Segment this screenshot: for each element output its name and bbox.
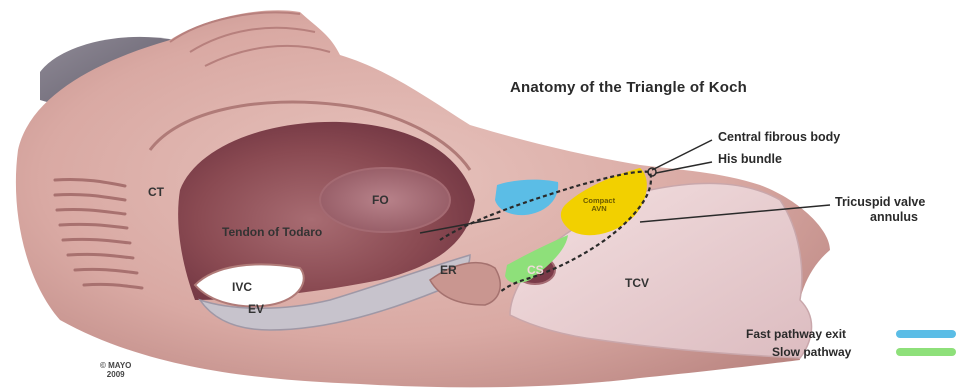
- copyright-line2: 2009: [100, 371, 131, 380]
- label-compact-avn: Compact AVN: [583, 197, 615, 214]
- diagram-title: Anatomy of the Triangle of Koch: [510, 80, 747, 97]
- label-ct: CT: [148, 186, 164, 199]
- label-tcv: TCV: [625, 277, 649, 290]
- legend-fast-pathway-exit: Fast pathway exit: [746, 328, 846, 341]
- label-compact-avn-line2: AVN: [583, 205, 615, 213]
- label-tendon-of-todaro: Tendon of Todaro: [222, 226, 322, 239]
- label-cs: CS: [527, 264, 544, 277]
- label-ivc: IVC: [232, 281, 252, 294]
- label-er: ER: [440, 264, 457, 277]
- legend-slow-pathway: Slow pathway: [772, 346, 851, 359]
- legend-swatch-slow: [896, 348, 956, 356]
- label-ev: EV: [248, 303, 264, 316]
- label-central-fibrous-body: Central fibrous body: [718, 131, 840, 145]
- label-his-bundle: His bundle: [718, 153, 782, 167]
- label-tricuspid-annulus: annulus: [870, 211, 918, 225]
- label-fo: FO: [372, 194, 389, 207]
- copyright-mark: © MAYO 2009: [100, 362, 131, 380]
- label-tricuspid-valve: Tricuspid valve: [835, 196, 925, 210]
- legend-swatch-fast: [896, 330, 956, 338]
